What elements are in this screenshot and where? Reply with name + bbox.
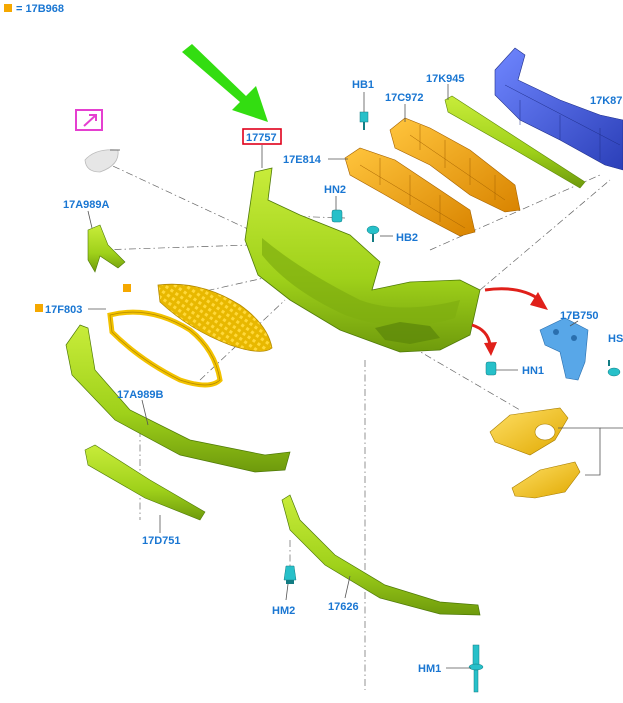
clip-HS bbox=[607, 360, 621, 377]
clip-HM1 bbox=[468, 644, 484, 693]
label-hn2: HN2 bbox=[324, 184, 346, 196]
callout-box-17757 bbox=[242, 128, 282, 145]
strip-17K945 bbox=[444, 95, 586, 189]
grille-marker bbox=[123, 284, 131, 292]
strip-17D751 bbox=[84, 444, 206, 521]
absorber-17E814 bbox=[344, 147, 476, 237]
leader-lines bbox=[87, 84, 579, 669]
label-17757: 17757 bbox=[246, 132, 277, 144]
label-hb1: HB1 bbox=[352, 79, 374, 91]
label-17A989B: 17A989B bbox=[117, 389, 164, 401]
bracket-17A989A bbox=[87, 224, 126, 273]
part-labels: HB1 17K945 17K87 17C972 17757 17E814 HN2… bbox=[35, 73, 623, 675]
label-17B750: 17B750 bbox=[560, 310, 599, 322]
label-hm2: HM2 bbox=[272, 605, 295, 617]
label-17F803-marker bbox=[35, 304, 43, 312]
lower-lip-17626 bbox=[281, 494, 481, 616]
label-17K945: 17K945 bbox=[426, 73, 465, 85]
spoiler-17A989B bbox=[65, 324, 291, 473]
clip-HB1 bbox=[359, 111, 369, 130]
clip-HB2 bbox=[366, 225, 380, 242]
label-17E814: 17E814 bbox=[283, 154, 322, 166]
clip-HN2 bbox=[331, 209, 343, 223]
grille-mesh bbox=[157, 283, 273, 352]
fog-bezel-upper bbox=[489, 407, 569, 456]
label-17626: 17626 bbox=[328, 601, 359, 613]
clip-HM2 bbox=[283, 565, 297, 584]
magenta-link-icon bbox=[75, 109, 103, 131]
fog-bezel-lower bbox=[511, 461, 581, 499]
legend-marker bbox=[4, 4, 12, 12]
label-17K87: 17K87 bbox=[590, 95, 622, 107]
red-arrow-right bbox=[484, 287, 541, 302]
label-17F803: 17F803 bbox=[45, 304, 82, 316]
label-17D751: 17D751 bbox=[142, 535, 181, 547]
legend-text: = 17B968 bbox=[16, 3, 64, 15]
label-hs: HS bbox=[608, 333, 623, 345]
clip-HN1 bbox=[485, 361, 497, 376]
label-hm1: HM1 bbox=[418, 663, 441, 675]
highlight-arrow bbox=[182, 44, 268, 122]
bumper-cover-17757 bbox=[244, 167, 481, 353]
absorber-17C972 bbox=[389, 117, 521, 213]
reinforcement-beam-17K87 bbox=[494, 47, 623, 171]
label-17A989A: 17A989A bbox=[63, 199, 110, 211]
label-hb2: HB2 bbox=[396, 232, 418, 244]
bracket-17B750 bbox=[539, 317, 589, 381]
label-17C972: 17C972 bbox=[385, 92, 424, 104]
red-arrow-down bbox=[471, 323, 492, 346]
lamp-cover bbox=[84, 149, 119, 173]
label-hn1: HN1 bbox=[522, 365, 544, 377]
